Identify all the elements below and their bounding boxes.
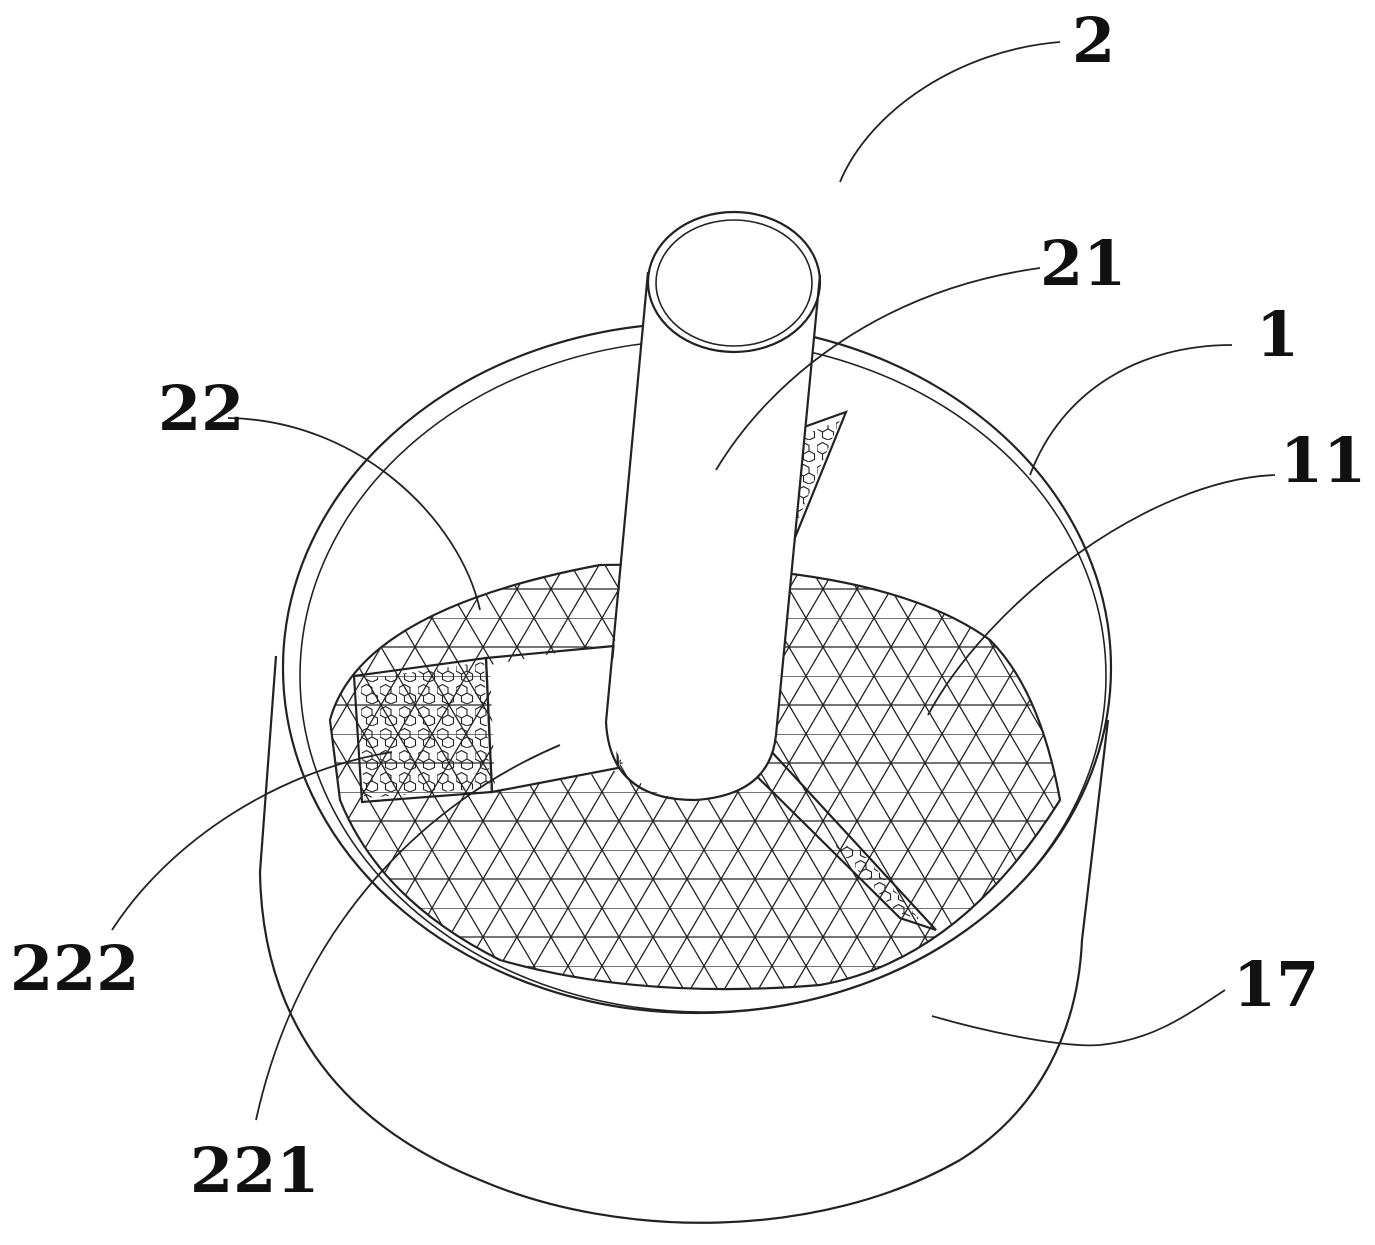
leader-17 — [931, 989, 1226, 1047]
label-2: 2 — [1072, 4, 1115, 77]
leader-11 — [927, 474, 1276, 716]
container-right-wall — [1080, 719, 1110, 941]
tube-left-edge — [604, 271, 650, 723]
leader-221 — [255, 744, 561, 1121]
leader-1 — [1029, 344, 1233, 476]
leader-222 — [111, 751, 393, 931]
label-1: 1 — [1256, 298, 1299, 371]
tube-top-inner — [655, 219, 813, 347]
label-11: 11 — [1280, 424, 1366, 497]
leader-21 — [715, 267, 1041, 471]
label-222: 222 — [10, 932, 139, 1005]
tube-bottom — [604, 721, 778, 802]
leader-2 — [839, 41, 1061, 183]
leader-22 — [227, 417, 481, 611]
hexagonal-mesh — [358, 662, 490, 798]
leader-lines — [111, 41, 1276, 1121]
reference-labels: 2 21 1 11 22 222 221 17 — [10, 4, 1366, 1207]
side-arm-assembly — [352, 643, 620, 804]
tube-top-outer — [646, 210, 822, 354]
label-21: 21 — [1040, 227, 1126, 300]
tube-right-edge — [774, 274, 822, 736]
label-221: 221 — [190, 1134, 319, 1207]
container-left-wall — [258, 655, 278, 873]
filter-screen-outline — [328, 563, 1062, 991]
hexagonal-mesh-panel-frame — [352, 656, 494, 804]
label-22: 22 — [158, 372, 244, 445]
container-bottom-edge — [258, 871, 1084, 1224]
label-17: 17 — [1233, 948, 1319, 1021]
